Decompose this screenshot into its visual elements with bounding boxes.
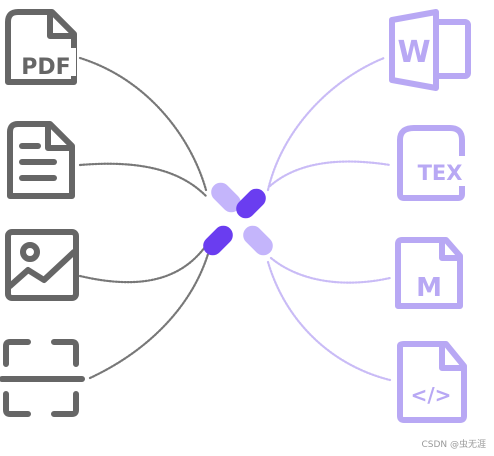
code-label: </>: [411, 383, 452, 407]
word-label: W: [397, 35, 430, 70]
connector-text: [78, 162, 208, 198]
word-icon: W: [389, 9, 471, 91]
connector-code: [266, 260, 392, 382]
tex-label: TEX: [418, 161, 463, 185]
connector-scan: [88, 252, 210, 380]
scan-icon: [0, 339, 85, 417]
image-icon: [5, 229, 79, 301]
connector-pdf: [78, 56, 208, 192]
connector-word: [266, 56, 386, 192]
connector-md: [269, 256, 392, 284]
code-file-icon: </>: [397, 341, 467, 423]
connector-image: [78, 245, 207, 284]
pdf-label: PDF: [21, 55, 70, 80]
markdown-file-icon: M: [395, 237, 463, 309]
watermark: CSDN @虫无涯: [421, 440, 486, 450]
tex-file-icon: TEX: [397, 125, 470, 201]
markdown-label: M: [416, 273, 442, 303]
text-document-icon: [7, 121, 75, 199]
connector-tex: [268, 160, 392, 188]
pdf-file-icon: PDF: [5, 9, 77, 85]
input-connectors: [78, 56, 210, 380]
output-connectors: [266, 56, 392, 382]
converter-logo-icon: [203, 182, 273, 256]
